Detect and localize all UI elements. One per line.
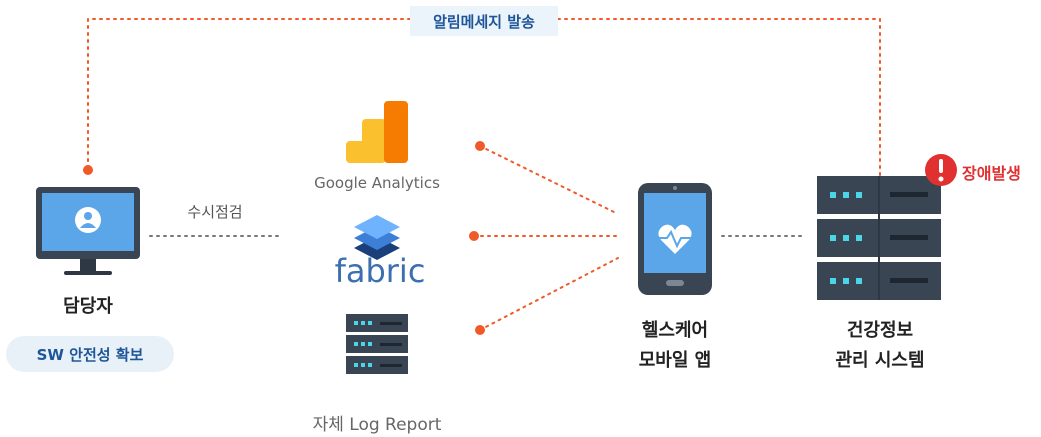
mobile-app-label-line1: 헬스케어 [641, 320, 709, 341]
exclamation-icon [925, 154, 957, 186]
alert-route-line [87, 18, 881, 176]
log-report-label: 자체 Log Report [312, 415, 442, 435]
fault-alert-label: 장애발생 [962, 164, 1021, 183]
fabric-dot [469, 231, 479, 241]
ga-dot [475, 141, 485, 151]
fabric-label: fabric [334, 252, 426, 290]
alert-message-label: 알림메세지 발송 [410, 6, 558, 36]
google-analytics-icon [346, 101, 408, 163]
fabric-layers-icon [354, 215, 400, 260]
ga-to-app-line [479, 145, 619, 215]
alert-route-start-dot [83, 165, 93, 175]
health-system-label-line2: 관리 시스템 [835, 350, 925, 371]
log-to-app-line [479, 257, 619, 331]
monitor-icon [36, 187, 140, 275]
manager-name: 담당자 [63, 296, 113, 317]
sw-safety-badge: SW 안전성 확보 [6, 336, 174, 372]
server-rack-icon [817, 176, 941, 300]
health-system-label-line1: 건강정보 [846, 320, 914, 341]
smartphone-heart-icon [638, 183, 712, 295]
inspect-label: 수시점검 [187, 203, 243, 221]
log-server-icon [346, 314, 408, 374]
log-dot [475, 325, 485, 335]
mobile-app-label-line2: 모바일 앱 [638, 350, 712, 371]
google-analytics-label: Google Analytics [314, 174, 440, 192]
